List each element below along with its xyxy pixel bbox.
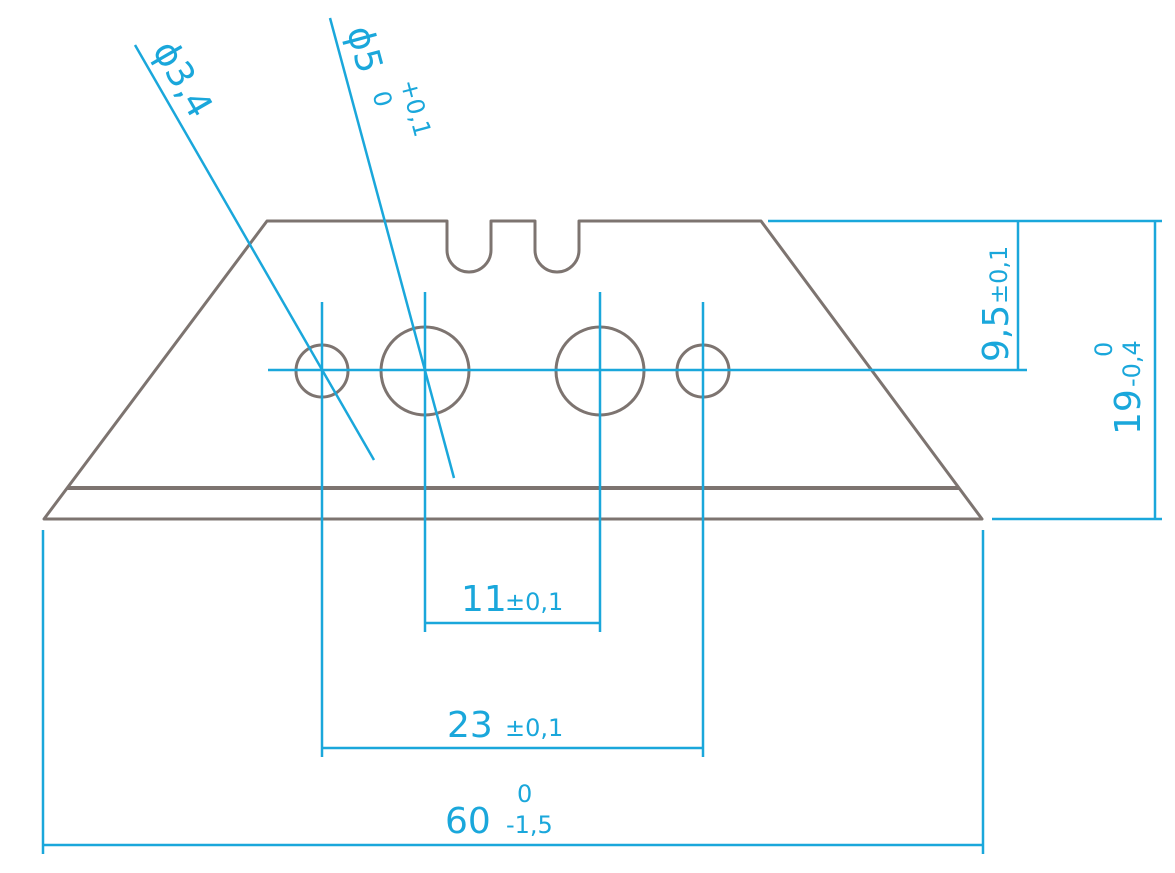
blade-body [42, 219, 984, 521]
outer-spacing-tol: ±0,1 [505, 714, 563, 742]
dimension-labels: ϕ3,4 ϕ5 +0,1 0 9,5 ±0,1 19 0 -0,4 11 ±0,… [144, 22, 1149, 842]
inner-spacing-value: 11 [461, 579, 507, 620]
hole-offset-tol: ±0,1 [985, 246, 1013, 304]
label-hole-offset: 9,5 ±0,1 [976, 246, 1017, 362]
leader-large-hole [328, 17, 456, 479]
outer-spacing-value: 23 [447, 705, 493, 746]
inner-spacing-tol: ±0,1 [505, 588, 563, 616]
width-tol-upper: 0 [517, 780, 532, 808]
height-value: 19 [1108, 389, 1149, 435]
dimension-lines [41, 17, 1162, 854]
width-tol-lower: -1,5 [506, 811, 553, 839]
label-large-hole-diameter: ϕ5 +0,1 0 [338, 22, 436, 140]
hole-offset-value: 9,5 [976, 305, 1017, 362]
height-tol-lower: -0,4 [1118, 340, 1146, 387]
svg-text:ϕ5: ϕ5 [338, 22, 390, 78]
leader-small-hole [133, 44, 376, 461]
large-hole-tol-lower: 0 [367, 88, 398, 110]
height-tol-upper: 0 [1090, 342, 1118, 357]
label-height: 19 0 -0,4 [1090, 340, 1149, 435]
width-value: 60 [445, 801, 491, 842]
large-hole-tol-upper: +0,1 [394, 76, 436, 140]
